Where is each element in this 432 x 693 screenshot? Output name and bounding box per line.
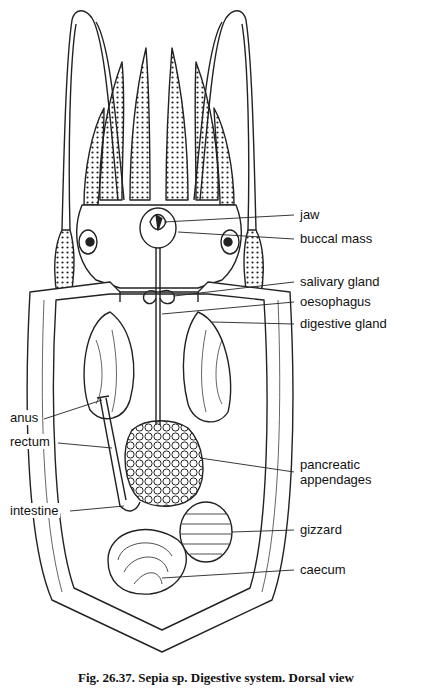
figure-caption: Fig. 26.37. Sepia sp. Digestive system. …	[0, 670, 432, 686]
part-label: salivary gland	[298, 274, 382, 289]
part-label: gizzard	[298, 522, 344, 537]
part-label: pancreatic appendages	[298, 457, 412, 487]
part-label: intestine	[8, 503, 60, 518]
part-label: oesophagus	[298, 294, 373, 309]
part-label: digestive gland	[298, 316, 389, 331]
part-label: buccal mass	[298, 231, 374, 246]
part-label: caecum	[298, 562, 348, 577]
part-label: rectum	[8, 434, 52, 449]
part-label: anus	[8, 410, 40, 425]
jaw-label: jaw	[298, 207, 322, 222]
